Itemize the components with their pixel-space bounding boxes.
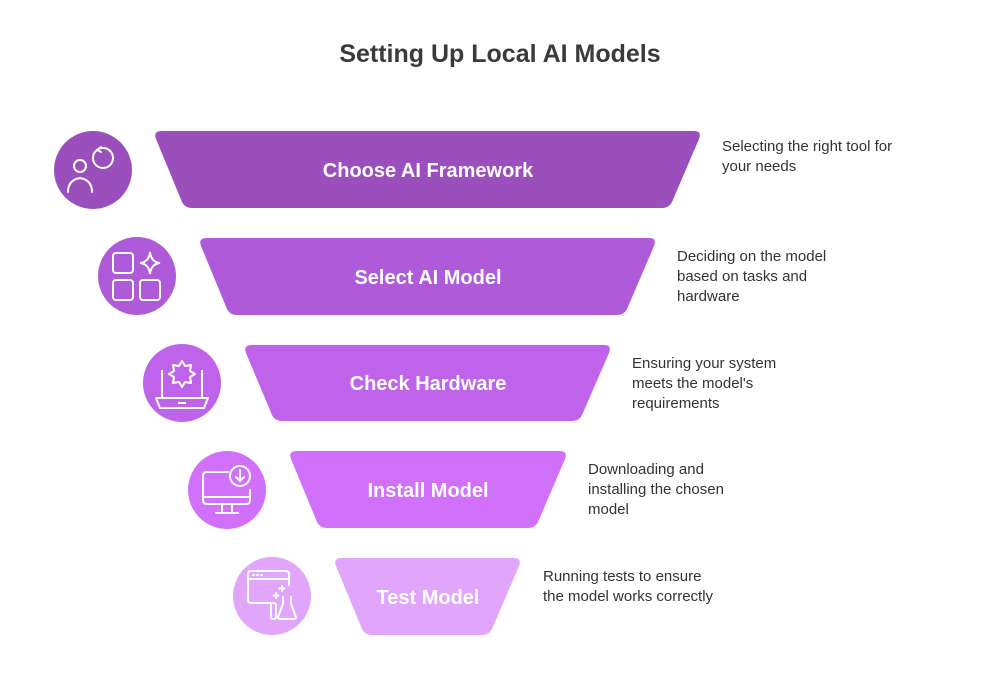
funnel-step-4: Install Model bbox=[188, 451, 566, 529]
funnel-band bbox=[245, 345, 610, 421]
icon-circle bbox=[188, 451, 266, 529]
funnel-band bbox=[155, 131, 700, 208]
funnel-band bbox=[335, 558, 520, 635]
icon-circle bbox=[54, 131, 132, 209]
step-3-description: Ensuring your system meets the model's r… bbox=[632, 355, 777, 412]
monitor-download-icon bbox=[202, 465, 251, 514]
funnel-band bbox=[200, 238, 655, 315]
funnel-band bbox=[290, 451, 566, 528]
step-label: Install Model bbox=[367, 480, 488, 502]
icon-circle bbox=[143, 344, 221, 422]
step-2-description: Deciding on the model based on tasks and… bbox=[677, 248, 827, 305]
diagram-title: Setting Up Local AI Models bbox=[339, 40, 661, 68]
icon-circle bbox=[98, 237, 176, 315]
laptop-gear-icon bbox=[155, 360, 209, 409]
step-4-description: Downloading and installing the chosen mo… bbox=[588, 461, 724, 518]
person-refresh-icon bbox=[67, 146, 114, 193]
funnel-step-3: Check Hardware bbox=[143, 344, 610, 422]
step-label: Check Hardware bbox=[350, 373, 507, 395]
step-1-description: Selecting the right tool for your needs bbox=[722, 138, 893, 175]
funnel-step-1: Choose AI Framework bbox=[54, 131, 700, 209]
browser-flask-icon bbox=[247, 570, 298, 620]
step-label: Test Model bbox=[377, 587, 480, 609]
step-label: Select AI Model bbox=[354, 267, 501, 289]
funnel-step-2: Select AI Model bbox=[98, 237, 655, 315]
apps-sparkle-icon bbox=[112, 251, 161, 301]
step-5-description: Running tests to ensure the model works … bbox=[543, 568, 714, 605]
funnel-step-5: Test Model bbox=[233, 557, 520, 635]
step-label: Choose AI Framework bbox=[323, 160, 534, 182]
icon-circle bbox=[233, 557, 311, 635]
